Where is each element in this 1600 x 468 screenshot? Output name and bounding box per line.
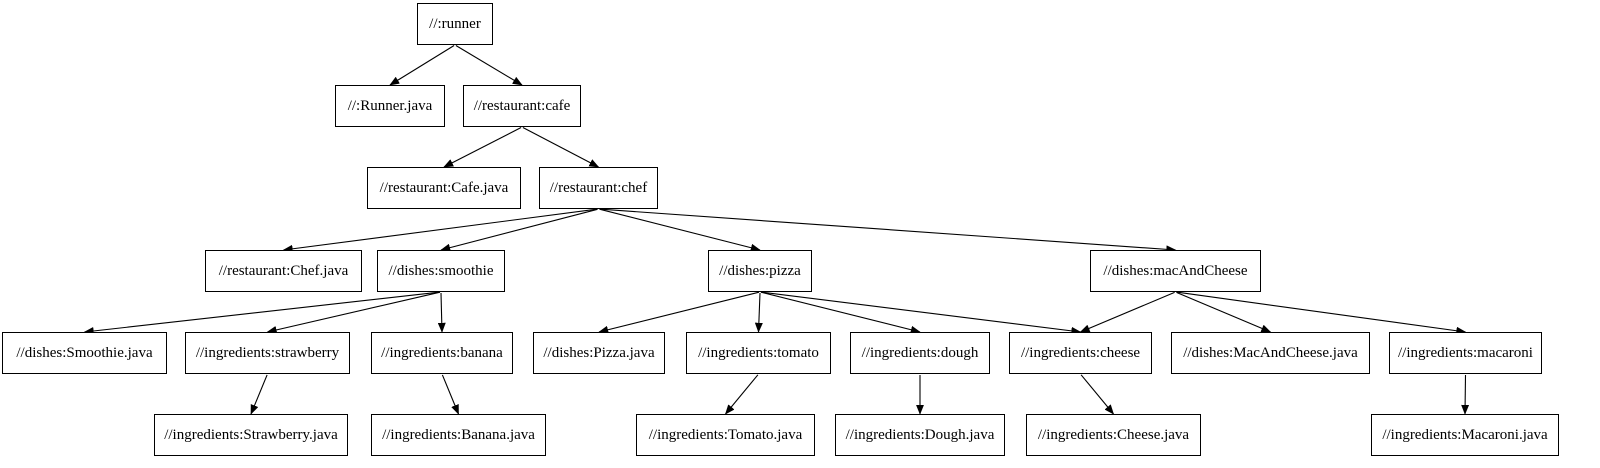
graph-node-label: //dishes:Pizza.java [543,344,655,361]
graph-node-label: //ingredients:Cheese.java [1037,426,1190,443]
graph-node-label: //ingredients:Strawberry.java [164,426,338,443]
graph-node-ing_doughjava[interactable]: //ingredients:Dough.java [835,414,1005,456]
graph-node-label: //ingredients:cheese [1020,344,1141,361]
graph-node-ing_strawberry[interactable]: //ingredients:strawberry [185,332,350,374]
graph-node-ing_strawberryjava[interactable]: //ingredients:Strawberry.java [154,414,348,456]
graph-node-dishes_pizza[interactable]: //dishes:pizza [708,250,812,292]
graph-node-label: //restaurant:chef [549,179,648,196]
graph-node-label: //dishes:Smoothie.java [16,344,153,361]
graph-node-label: //:runner [429,15,481,32]
graph-node-label: //dishes:pizza [719,262,801,279]
graph-node-ing_tomatojava[interactable]: //ingredients:Tomato.java [636,414,815,456]
graph-node-ing_tomato[interactable]: //ingredients:tomato [686,332,831,374]
graph-node-label: //ingredients:strawberry [195,344,340,361]
graph-node-ing_dough[interactable]: //ingredients:dough [850,332,990,374]
graph-node-label: //:Runner.java [347,97,433,114]
graph-node-dishes_pizzajava[interactable]: //dishes:Pizza.java [533,332,665,374]
graph-node-ing_cheese[interactable]: //ingredients:cheese [1009,332,1152,374]
graph-node-dishes_smoothiejava[interactable]: //dishes:Smoothie.java [2,332,167,374]
graph-node-ing_cheesejava[interactable]: //ingredients:Cheese.java [1026,414,1201,456]
graph-node-label: //dishes:smoothie [388,262,494,279]
graph-node-label: //restaurant:cafe [473,97,571,114]
graph-node-label: //ingredients:Banana.java [382,426,535,443]
graph-node-label: //dishes:MacAndCheese.java [1183,344,1358,361]
graph-node-label: //ingredients:Dough.java [845,426,995,443]
graph-node-label: //ingredients:Macaroni.java [1382,426,1548,443]
graph-node-runner_java[interactable]: //:Runner.java [335,85,445,127]
graph-node-restaurant_chefjava[interactable]: //restaurant:Chef.java [205,250,362,292]
graph-node-label: //dishes:macAndCheese [1103,262,1248,279]
graph-node-label: //ingredients:tomato [698,344,819,361]
graph-node-restaurant_chef[interactable]: //restaurant:chef [539,167,658,209]
graph-node-ing_banana[interactable]: //ingredients:banana [371,332,513,374]
graph-node-label: //ingredients:banana [381,344,503,361]
graph-node-dishes_macandcheese[interactable]: //dishes:macAndCheese [1090,250,1261,292]
graph-node-ing_macaronijava[interactable]: //ingredients:Macaroni.java [1371,414,1559,456]
graph-node-label: //ingredients:Tomato.java [648,426,803,443]
graph-node-label: //restaurant:Cafe.java [379,179,509,196]
graph-node-label: //ingredients:dough [861,344,979,361]
graph-node-label: //ingredients:macaroni [1398,344,1533,361]
graph-node-ing_bananajava[interactable]: //ingredients:Banana.java [371,414,546,456]
graph-node-runner[interactable]: //:runner [417,3,493,45]
graph-node-restaurant_cafe[interactable]: //restaurant:cafe [463,85,581,127]
graph-node-restaurant_cafejava[interactable]: //restaurant:Cafe.java [367,167,521,209]
graph-node-dishes_smoothie[interactable]: //dishes:smoothie [377,250,505,292]
graph-node-label: //restaurant:Chef.java [218,262,349,279]
graph-node-dishes_macandcheesejava[interactable]: //dishes:MacAndCheese.java [1171,332,1370,374]
graph-node-ing_macaroni[interactable]: //ingredients:macaroni [1389,332,1542,374]
